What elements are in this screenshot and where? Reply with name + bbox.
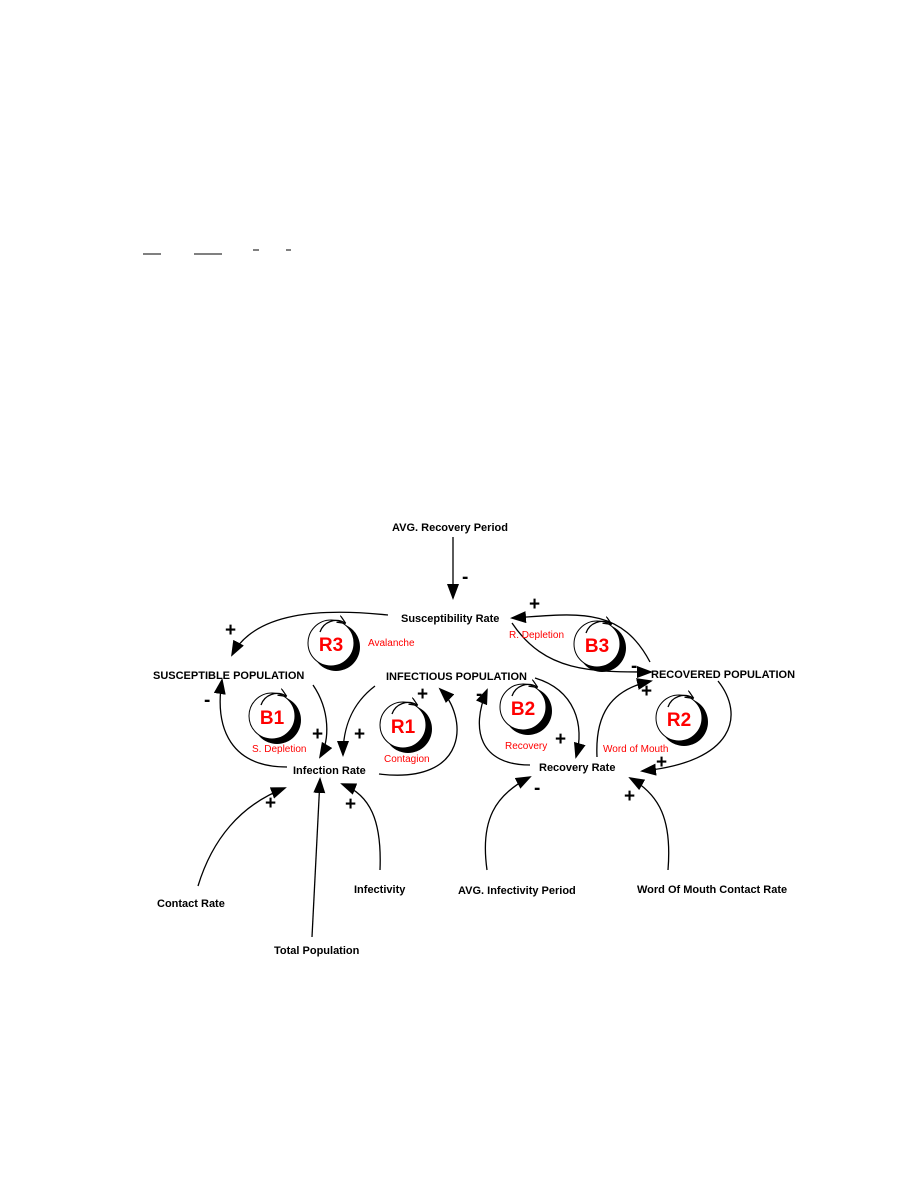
link-susceptibility-to-recovered	[511, 622, 653, 678]
var-infection-rate: Infection Rate	[293, 765, 366, 777]
sign-contact-to-infection: +	[265, 793, 276, 814]
sign-susceptible-to-infection: +	[312, 724, 323, 745]
var-susceptible-population: SUSCEPTIBLE POPULATION	[153, 670, 304, 682]
formula-fragments	[143, 249, 291, 255]
link-infection-to-infectious	[378, 687, 458, 776]
link-word-of-mouth-to-recovery	[628, 777, 670, 871]
loop-r1-name: Contagion	[384, 754, 430, 765]
loop-symbols: R3 Avalanche B1 S. Depletion R1 Contagio…	[248, 620, 708, 765]
loop-b1-id: B1	[260, 708, 285, 729]
sign-infectious-to-infection: +	[354, 724, 365, 745]
link-infectivity-to-infection	[340, 783, 381, 871]
loop-r3: R3	[307, 620, 360, 671]
sign-avg-recovery-to-susceptibility: -	[462, 567, 468, 588]
sign-recovered-to-recovery: +	[656, 752, 667, 773]
var-avg-recovery-period: AVG. Recovery Period	[392, 522, 508, 534]
sign-avg-infectivity-to-recovery: -	[534, 778, 540, 799]
var-contact-rate: Contact Rate	[157, 898, 225, 910]
loop-r2-id: R2	[667, 710, 691, 731]
loop-r2-name: Word of Mouth	[603, 744, 668, 755]
sign-susceptibility-to-susceptible: +	[225, 620, 236, 641]
loop-r1: R1	[379, 702, 432, 753]
sign-susceptibility-to-recovered: -	[631, 656, 637, 677]
link-infection-to-susceptible	[213, 678, 288, 768]
loop-b2-name: Recovery	[505, 741, 547, 752]
variables: AVG. Recovery Period Susceptibility Rate…	[153, 522, 795, 957]
link-recovered-to-recovery	[640, 680, 732, 776]
link-infectious-to-recovery	[534, 677, 586, 759]
link-contact-to-infection	[197, 787, 287, 887]
link-total-population-to-infection	[311, 777, 326, 938]
loop-b1-name: S. Depletion	[252, 744, 306, 755]
var-susceptibility-rate: Susceptibility Rate	[401, 613, 499, 625]
sign-recovered-to-susceptibility: +	[529, 594, 540, 615]
var-infectivity: Infectivity	[354, 884, 406, 896]
loop-r3-id: R3	[319, 635, 343, 656]
var-total-population: Total Population	[274, 945, 360, 957]
sign-infectious-to-recovery: +	[555, 729, 566, 750]
sign-infection-to-infectious: +	[417, 684, 428, 705]
var-word-of-mouth-contact-rate: Word Of Mouth Contact Rate	[637, 884, 787, 896]
sign-recovery-to-infectious: -	[476, 684, 482, 705]
sign-recovery-to-recovered: +	[641, 681, 652, 702]
var-recovered-population: RECOVERED POPULATION	[651, 669, 795, 681]
link-recovery-to-recovered	[596, 678, 653, 758]
var-infectious-population: INFECTIOUS POPULATION	[386, 671, 527, 683]
link-recovered-to-susceptibility	[510, 611, 651, 663]
link-susceptibility-to-susceptible	[231, 611, 389, 657]
loop-r3-name: Avalanche	[368, 638, 415, 649]
link-recovery-to-infectious	[476, 688, 531, 766]
causal-links	[197, 537, 732, 938]
link-infectious-to-infection	[337, 685, 376, 757]
loop-b3-name: R. Depletion	[509, 630, 564, 641]
link-susceptible-to-infection	[312, 684, 333, 759]
polarity-signs: - + + - - + + + - + + + + + - +	[204, 567, 667, 815]
sign-word-of-mouth-to-recovery: +	[624, 786, 635, 807]
sign-infectivity-to-infection: +	[345, 794, 356, 815]
loop-b3-id: B3	[585, 636, 609, 657]
loop-b1: B1	[248, 693, 301, 744]
sign-infection-to-susceptible: -	[204, 690, 210, 711]
loop-r2: R2	[655, 695, 708, 746]
loop-b2: B2	[499, 684, 552, 735]
loop-b2-id: B2	[511, 699, 535, 720]
loop-b3: B3	[573, 621, 626, 672]
var-avg-infectivity-period: AVG. Infectivity Period	[458, 885, 576, 897]
link-avg-infectivity-to-recovery	[484, 776, 532, 871]
loop-r1-id: R1	[391, 717, 416, 738]
var-recovery-rate: Recovery Rate	[539, 762, 615, 774]
